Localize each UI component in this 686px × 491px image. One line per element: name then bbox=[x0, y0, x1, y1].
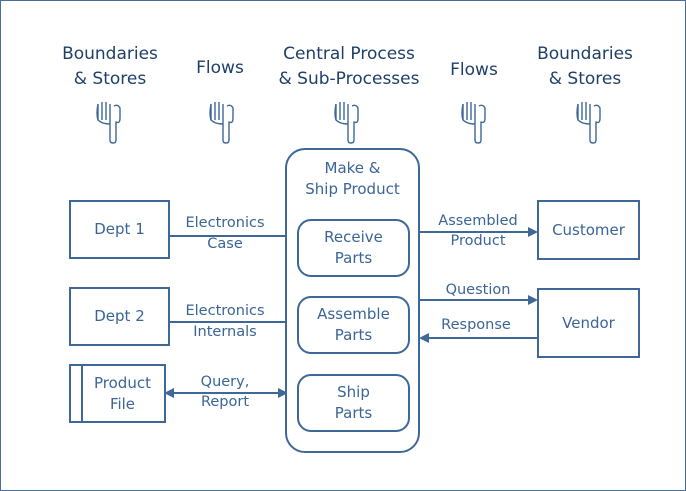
header-line: Central Process bbox=[283, 44, 415, 64]
store-line: File bbox=[109, 394, 136, 413]
entity-vendor[interactable]: Vendor bbox=[537, 288, 640, 358]
flow-label-electronics-case: Electronics Case bbox=[175, 213, 275, 254]
header-right-flows: Flows bbox=[450, 60, 498, 80]
subprocess-line: Ship bbox=[337, 383, 370, 401]
pointing-hand-icon bbox=[576, 102, 601, 144]
store-line: Product bbox=[94, 373, 151, 392]
store-divider bbox=[81, 366, 83, 421]
header-line: & Sub-Processes bbox=[278, 69, 420, 89]
flow-label-question: Question bbox=[445, 282, 511, 298]
flow-label-line: Query, bbox=[200, 374, 250, 390]
pointing-hand-icon bbox=[96, 102, 121, 144]
subprocess-line: Receive bbox=[324, 228, 383, 246]
header-line: Boundaries bbox=[537, 44, 633, 64]
entity-dept-1[interactable]: Dept 1 bbox=[69, 200, 170, 259]
header-line: & Stores bbox=[73, 69, 147, 89]
flow-label-line: Case bbox=[207, 236, 243, 252]
title-line: Make & bbox=[324, 159, 381, 177]
header-right-boundaries: Boundaries & Stores bbox=[525, 42, 645, 92]
header-line: & Stores bbox=[548, 69, 622, 89]
flow-label-query-report: Query, Report bbox=[175, 372, 275, 412]
pointing-hand-icon bbox=[209, 102, 234, 144]
subprocess-line: Parts bbox=[334, 404, 373, 422]
subprocess-line: Assemble bbox=[317, 305, 390, 323]
entity-customer[interactable]: Customer bbox=[537, 200, 640, 260]
flow-label-assembled-product: Assembled Product bbox=[428, 211, 528, 251]
flow-label-line: Report bbox=[200, 394, 250, 410]
flow-label-electronics-internals: Electronics Internals bbox=[175, 301, 275, 342]
title-line: Ship Product bbox=[305, 180, 400, 198]
pointing-hand-icon bbox=[334, 102, 359, 144]
flow-label-line: Electronics bbox=[185, 215, 265, 231]
header-central: Central Process & Sub-Processes bbox=[264, 42, 434, 92]
flow-label-line: Internals bbox=[193, 324, 257, 340]
header-left-flows: Flows bbox=[196, 58, 244, 78]
header-left-boundaries: Boundaries & Stores bbox=[50, 42, 170, 92]
flow-label-response: Response bbox=[441, 317, 511, 333]
entity-dept-2[interactable]: Dept 2 bbox=[69, 287, 170, 346]
flow-label-line: Product bbox=[450, 233, 506, 249]
central-process-title: Make & Ship Product bbox=[305, 158, 399, 200]
subprocess-line: Parts bbox=[334, 326, 373, 344]
flow-label-line: Assembled bbox=[438, 213, 518, 229]
subprocess-line: Parts bbox=[334, 249, 373, 267]
pointing-hand-icon bbox=[461, 102, 486, 144]
flow-label-line: Electronics bbox=[185, 303, 265, 319]
header-line: Boundaries bbox=[62, 44, 158, 64]
